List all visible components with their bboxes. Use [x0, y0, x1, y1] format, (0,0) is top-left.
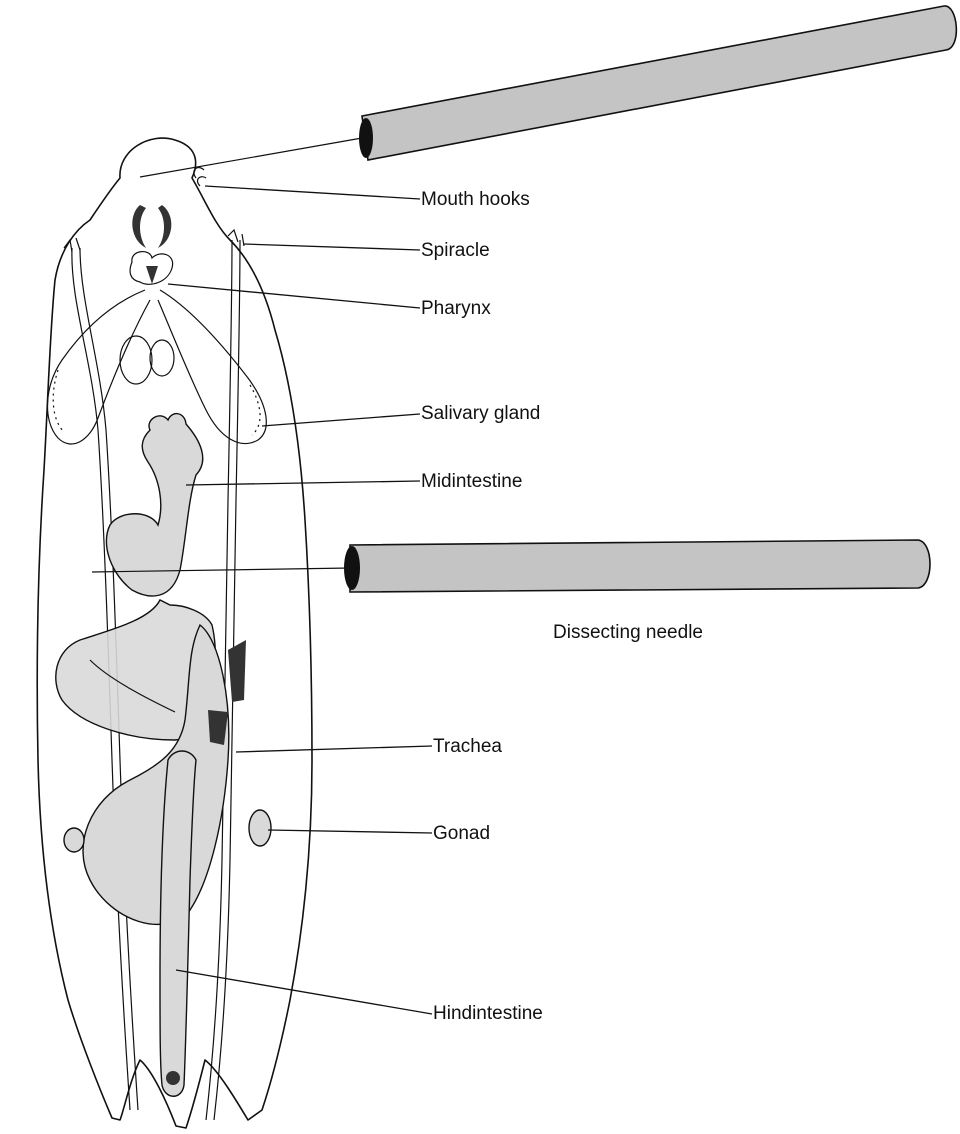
cephalopharyngeal-skeleton	[132, 205, 171, 248]
label-salivary-gland: Salivary gland	[421, 403, 540, 424]
label-trachea: Trachea	[433, 736, 502, 757]
label-mouth-hooks: Mouth hooks	[421, 189, 530, 210]
needle-top	[140, 6, 956, 177]
label-dissecting-needle: Dissecting needle	[553, 622, 703, 643]
pharynx-shape	[130, 252, 173, 285]
label-gonad: Gonad	[433, 823, 490, 844]
needle-middle	[92, 540, 930, 592]
label-hindintestine: Hindintestine	[433, 1003, 543, 1024]
label-pharynx: Pharynx	[421, 298, 491, 319]
leader-lines	[168, 186, 432, 1014]
hindintestine-shape	[160, 751, 196, 1096]
label-spiracle: Spiracle	[421, 240, 490, 261]
gut	[56, 414, 246, 925]
label-midintestine: Midintestine	[421, 471, 522, 492]
